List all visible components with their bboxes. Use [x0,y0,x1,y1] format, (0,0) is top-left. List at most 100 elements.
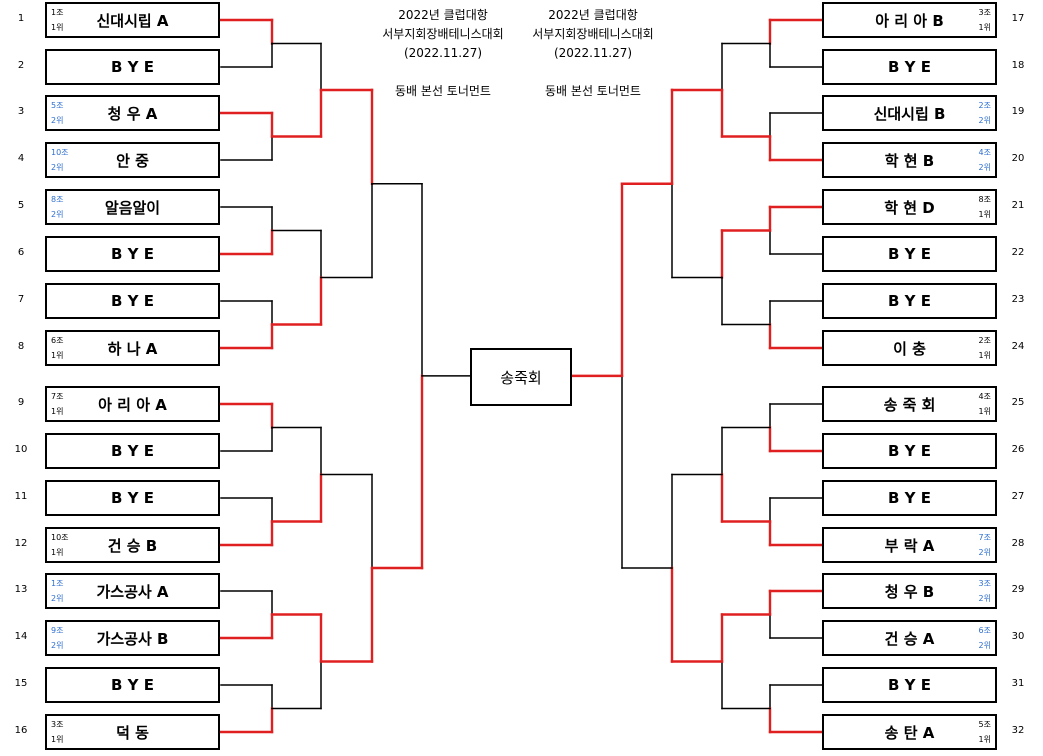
slot-number: 10 [14,444,28,455]
slot-number: 25 [1011,397,1025,408]
team-slot-32: 송 탄 A 5조 1위 [822,714,997,750]
team-slot-7: B Y E [45,283,220,319]
title-line-4: 동배 본선 토너먼트 [545,84,641,98]
group-label: 7조 [978,533,991,542]
title-line-1: 2022년 클럽대항 [548,8,638,22]
team-name: B Y E [888,442,931,460]
group-label: 10조 [51,148,69,157]
title-line-4: 동배 본선 토너먼트 [395,84,491,98]
rank-label: 1위 [978,351,991,360]
title-line-2: 서부지회장배테니스대회 [382,27,504,41]
slot-number: 3 [17,106,25,117]
title-block-left: 2022년 클럽대항 서부지회장배테니스대회 (2022.11.27) 동배 본… [363,6,523,101]
rank-label: 1위 [51,548,64,557]
rank-label: 2위 [978,548,991,557]
rank-label: 2위 [978,116,991,125]
group-label: 6조 [51,336,64,345]
group-label: 10조 [51,533,69,542]
team-slot-6: B Y E [45,236,220,272]
team-name: 학 현 D [884,198,935,217]
slot-number: 14 [14,631,28,642]
slot-number: 18 [1011,60,1025,71]
slot-number: 30 [1011,631,1025,642]
rank-label: 2위 [51,210,64,219]
title-line-3: (2022.11.27) [403,46,483,60]
team-name: 송 탄 A [884,723,935,742]
team-name: B Y E [111,442,154,460]
team-slot-26: B Y E [822,433,997,469]
team-name: 신대시립 B [873,104,946,123]
rank-label: 2위 [978,594,991,603]
slot-number: 13 [14,584,28,595]
rank-label: 1위 [978,23,991,32]
team-name: 아 리 아 B [875,11,944,30]
slot-number: 23 [1011,294,1025,305]
team-name: B Y E [111,292,154,310]
team-name: 덕 동 [116,723,149,742]
slot-number: 24 [1011,341,1025,352]
title-line-2: 서부지회장배테니스대회 [532,27,654,41]
slot-number: 11 [14,491,28,502]
team-name: 학 현 B [884,151,935,170]
team-name: B Y E [888,676,931,694]
group-label: 2조 [978,336,991,345]
title-block-right: 2022년 클럽대항 서부지회장배테니스대회 (2022.11.27) 동배 본… [513,6,673,101]
slot-number: 20 [1011,153,1025,164]
slot-number: 1 [17,13,25,24]
group-label: 5조 [978,720,991,729]
slot-number: 4 [17,153,25,164]
slot-number: 2 [17,60,25,71]
team-slot-3: 청 우 A 5조 2위 [45,95,220,131]
team-name: B Y E [111,245,154,263]
rank-label: 1위 [51,407,64,416]
champion-box: 송죽회 [470,348,572,406]
slot-number: 12 [14,538,28,549]
slot-number: 8 [17,341,25,352]
team-name: 청 우 A [107,104,158,123]
group-label: 7조 [51,392,64,401]
team-slot-31: B Y E [822,667,997,703]
slot-number: 6 [17,247,25,258]
group-label: 4조 [978,148,991,157]
slot-number: 29 [1011,584,1025,595]
group-label: 1조 [51,8,64,17]
team-name: 청 우 B [884,582,935,601]
slot-number: 9 [17,397,25,408]
slot-number: 22 [1011,247,1025,258]
team-name: 안 중 [116,151,149,170]
group-label: 5조 [51,101,64,110]
team-slot-15: B Y E [45,667,220,703]
rank-label: 1위 [51,23,64,32]
rank-label: 2위 [51,116,64,125]
slot-number: 21 [1011,200,1025,211]
rank-label: 1위 [978,735,991,744]
slot-number: 28 [1011,538,1025,549]
slot-number: 27 [1011,491,1025,502]
group-label: 3조 [51,720,64,729]
team-slot-11: B Y E [45,480,220,516]
rank-label: 1위 [51,351,64,360]
slot-number: 15 [14,678,28,689]
group-label: 4조 [978,392,991,401]
group-label: 6조 [978,626,991,635]
slot-number: 16 [14,725,28,736]
team-slot-2: B Y E [45,49,220,85]
team-name: 송 죽 회 [883,395,936,414]
slot-number: 5 [17,200,25,211]
team-name: B Y E [888,245,931,263]
team-name: 부 락 A [884,536,935,555]
title-line-3: (2022.11.27) [553,46,633,60]
team-slot-27: B Y E [822,480,997,516]
rank-label: 2위 [51,641,64,650]
